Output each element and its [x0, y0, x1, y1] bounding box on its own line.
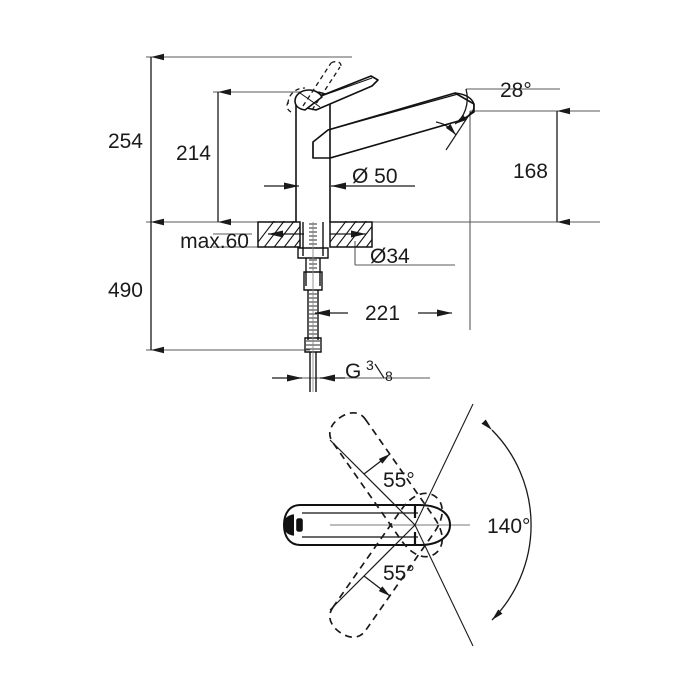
dimension-thread-g38: G 3 8 — [272, 357, 393, 384]
dimension-label-thread-g: G — [345, 360, 361, 383]
dimension-214: 214 — [176, 88, 231, 226]
dimension-label-254: 254 — [108, 130, 143, 153]
dimension-254: 254 — [108, 53, 164, 226]
aerator-outlet — [283, 514, 303, 536]
dimension-label-max60: max.60 — [180, 230, 249, 253]
dimension-label-221: 221 — [365, 302, 400, 325]
dimension-490: 490 — [108, 218, 164, 354]
dimension-label-490: 490 — [108, 279, 143, 302]
dimension-label-thread-denominator: 8 — [385, 368, 393, 384]
dimension-221: 221 — [315, 302, 452, 325]
faucet-elevation-geometry — [286, 60, 475, 222]
dimension-label-angle-55-lower: 55° — [383, 562, 415, 585]
dimension-168: 168 — [513, 107, 570, 226]
dimension-diameter-50: Ø 50 — [264, 165, 415, 190]
extension-lines — [146, 56, 600, 379]
dimension-angle-55-upper: 55° — [329, 439, 416, 526]
dimension-label-diameter-34: Ø34 — [370, 245, 410, 268]
dimension-angle-55-lower: 55° — [329, 524, 416, 611]
spout-plan-ghost-lower — [328, 412, 444, 558]
dimension-label-angle-55-upper: 55° — [383, 469, 415, 492]
dimension-label-angle-140: 140° — [487, 515, 530, 538]
dimension-max60: max.60 — [180, 230, 366, 253]
plan-view-group: 55° 55° 140° — [283, 403, 532, 647]
mounting-shank-assembly — [297, 222, 329, 392]
dimension-label-diameter-50: Ø 50 — [352, 165, 398, 188]
dimension-label-168: 168 — [513, 160, 548, 183]
dimension-diameter-34: Ø34 — [370, 245, 410, 268]
dimension-label-214: 214 — [176, 142, 211, 165]
dimension-label-angle-28: 28° — [500, 79, 532, 102]
counter-deck — [257, 221, 373, 248]
spout-plan-ghost-upper — [328, 492, 444, 638]
elevation-view-group: 254 214 490 168 max.60 — [108, 53, 600, 392]
dimension-angle-140: 140° — [414, 403, 532, 647]
dimension-label-thread-numerator: 3 — [366, 357, 374, 373]
dimension-angle-28: 28° — [435, 79, 532, 151]
